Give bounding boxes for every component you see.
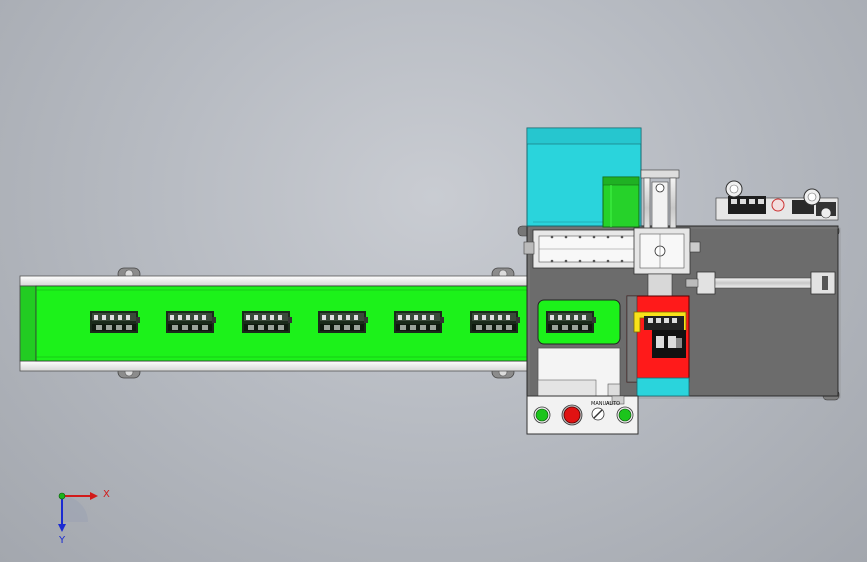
conveyor-rail-bottom [19, 360, 529, 372]
pneumatic-valve-bank [715, 180, 839, 221]
axis-triad: X Y [58, 489, 110, 546]
control-panel: MANUAL AUTO [526, 395, 639, 435]
electrical-box [537, 347, 621, 397]
workpiece-connector-1 [90, 311, 140, 333]
workpiece-connector-6 [470, 311, 520, 333]
mode-manual-label: MANUAL [591, 401, 613, 407]
workpiece-connector-4 [318, 311, 368, 333]
press-cylinder-column [633, 169, 701, 307]
pressure-gauge-left-icon [725, 180, 743, 198]
workpiece-connector-2 [166, 311, 216, 333]
loading-station [537, 299, 621, 345]
x-axis-label: X [103, 489, 110, 500]
workpiece-connector-7 [546, 311, 596, 333]
conveyor-end-cap [19, 285, 37, 362]
workpiece-connector-3 [242, 311, 292, 333]
reset-button[interactable] [616, 406, 634, 424]
linear-slide-rail [523, 229, 644, 269]
x-axis-arrow-icon [62, 492, 98, 500]
conveyor-rail-top [19, 275, 529, 287]
mode-selector-switch[interactable] [591, 407, 605, 421]
workpiece-connector-5 [394, 311, 444, 333]
y-axis-label: Y [58, 535, 66, 546]
emergency-stop-button[interactable] [561, 404, 583, 426]
mode-auto-label: AUTO [606, 401, 620, 407]
y-axis-arrow-icon [58, 496, 66, 532]
horizontal-push-cylinder [685, 271, 836, 295]
start-button[interactable] [533, 406, 551, 424]
belt-conveyor [19, 267, 529, 379]
green-cylinder [602, 176, 640, 228]
pressure-gauge-right-icon [803, 188, 821, 206]
press-fixture [626, 295, 690, 397]
